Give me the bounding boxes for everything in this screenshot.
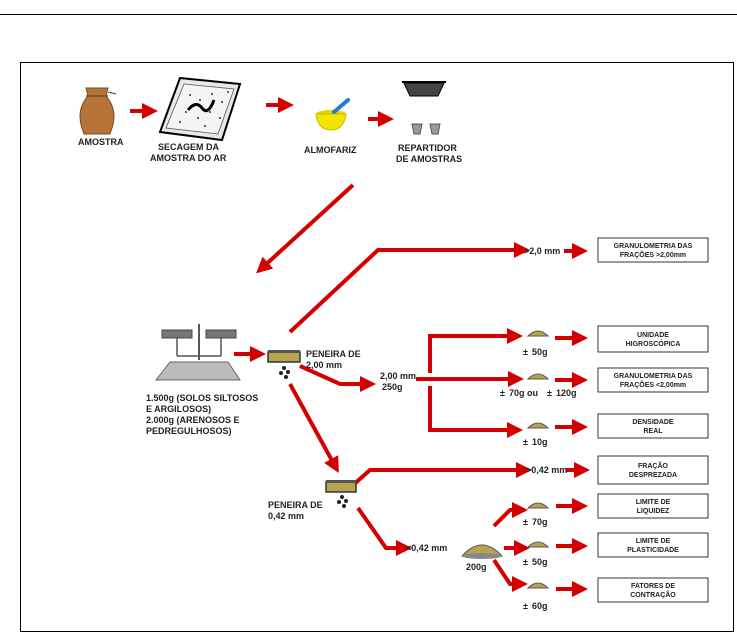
- fraction-2mm-label-2: 250g: [382, 382, 403, 392]
- box-contr-2: CONTRAÇÃO: [630, 590, 676, 599]
- balance-icon: [154, 324, 241, 381]
- mass-50g-b: 50g: [532, 557, 548, 567]
- repartidor-label-2: DE AMOSTRAS: [396, 154, 462, 164]
- diagram-frame: [20, 62, 734, 632]
- balance-text-3: 2.000g (ARENOSOS E: [146, 415, 240, 425]
- mass-70g: 70g: [532, 517, 548, 527]
- almofariz-label: ALMOFARIZ: [304, 145, 357, 155]
- mass-10g: 10g: [532, 437, 548, 447]
- box-plast-2: PLASTICIDADE: [627, 547, 679, 554]
- balance-text-2: E ARGILOSOS): [146, 404, 211, 414]
- lt-042mm-label: <0,42 mm: [406, 543, 447, 553]
- mass-pm-5: ±: [523, 517, 528, 527]
- amostra-label: AMOSTRA: [78, 137, 124, 147]
- mass-70g-ou: 70g ou: [509, 388, 538, 398]
- box-liq-2: LIQUIDEZ: [637, 508, 670, 515]
- fine-fraction-pile-icon: [460, 544, 504, 559]
- flow-arrows: [130, 97, 590, 597]
- sieve-042-label-2: 0,42 mm: [268, 511, 304, 521]
- sieve-2mm-label-1: PENEIRA DE: [306, 349, 361, 359]
- box-dens-2: REAL: [643, 428, 663, 435]
- mass-pm-4: ±: [523, 437, 528, 447]
- sieve-2mm-icon: [267, 350, 301, 379]
- box-gran-lt-2: FRAÇÕES <2,00mm: [620, 380, 686, 389]
- mass-pm-2: ±: [500, 388, 505, 398]
- drying-tray-icon: [158, 76, 242, 142]
- mass-pm-1: ±: [523, 347, 528, 357]
- box-liq-1: LIMITE DE: [636, 499, 671, 506]
- box-contr-1: FATORES DE: [631, 583, 675, 590]
- mass-60g: 60g: [532, 601, 548, 611]
- box-dens-1: DENSIDADE: [632, 419, 674, 426]
- sieve-042-label-1: PENEIRA DE: [268, 500, 323, 510]
- box-gran-gt-1: GRANULOMETRIA DAS: [614, 243, 693, 250]
- gt-2mm-label: >2,0 mm: [524, 246, 560, 256]
- mass-pm-3: ±: [547, 388, 552, 398]
- sieve-2mm-label-2: 2,00 mm: [306, 360, 342, 370]
- box-frac-1: FRAÇÃO: [638, 461, 668, 470]
- box-frac-2: DESPREZADA: [629, 472, 677, 479]
- balance-text-4: PEDREGULHOSOS): [146, 426, 232, 436]
- mass-120g: 120g: [556, 388, 577, 398]
- sieve-042mm-icon: [325, 480, 357, 508]
- mass-50g: 50g: [532, 347, 548, 357]
- header-rule: [0, 14, 737, 15]
- gt-042mm-label: >0,42 mm: [526, 465, 567, 475]
- secagem-label-1: SECAGEM DA: [158, 142, 220, 152]
- fine-mass-label: 200g: [466, 562, 487, 572]
- repartidor-label-1: REPARTIDOR: [398, 143, 457, 153]
- secagem-label-2: AMOSTRA DO AR: [150, 153, 227, 163]
- box-gran-lt-1: GRANULOMETRIA DAS: [614, 373, 693, 380]
- balance-text-1: 1.500g (SOLOS SILTOSOS: [146, 393, 258, 403]
- box-umid-1: UNIDADE: [637, 332, 669, 339]
- box-umid-2: HIGROSCÓPICA: [626, 339, 681, 348]
- sample-splitter-icon: [402, 81, 446, 135]
- box-plast-1: LIMITE DE: [636, 538, 671, 545]
- mass-pm-7: ±: [523, 601, 528, 611]
- mortar-icon: [315, 98, 350, 131]
- fraction-2mm-label-1: 2,00 mm: [380, 371, 416, 381]
- box-gran-gt-2: FRAÇÕES >2,00mm: [620, 250, 686, 259]
- sample-dish-icons: [526, 330, 550, 589]
- result-boxes: [597, 237, 709, 603]
- mass-pm-6: ±: [523, 557, 528, 567]
- sample-bag-icon: [79, 87, 117, 135]
